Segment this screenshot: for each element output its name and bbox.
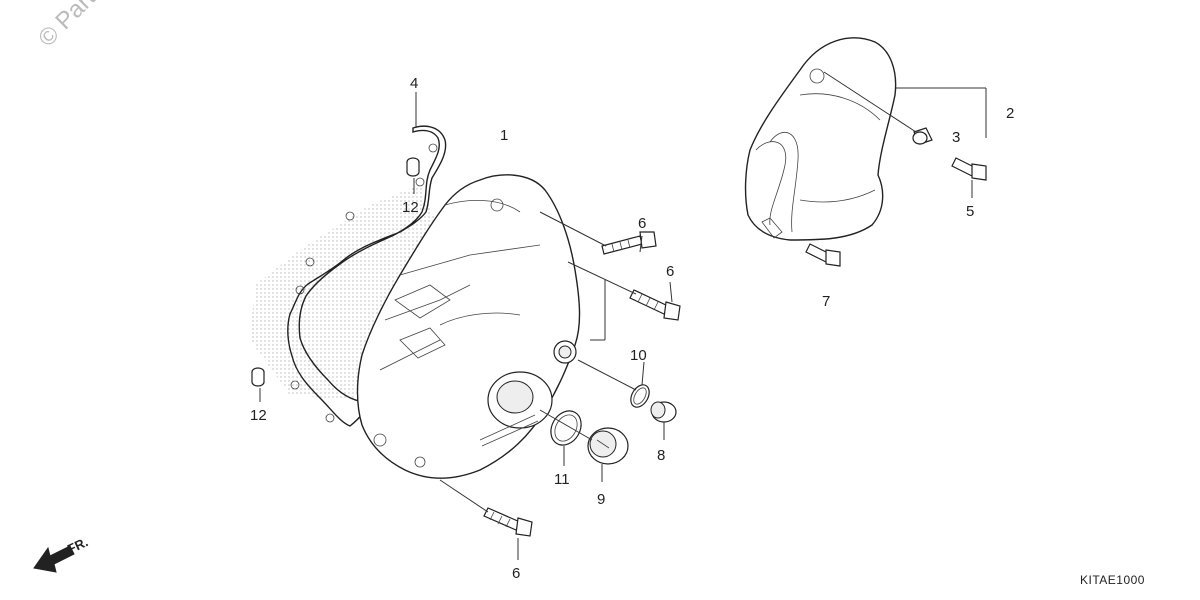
plug-part-8 [650, 401, 677, 423]
gasket-hole [295, 285, 305, 295]
bolt-part-5 [951, 157, 987, 181]
bolt-part-6-upper [601, 231, 657, 255]
o-ring-part-10-inner [633, 387, 647, 405]
diagram-code: KITAE1000 [1080, 573, 1145, 587]
front-direction-arrow: FR. [33, 534, 90, 573]
cover-part-2 [744, 37, 897, 241]
callout-12-lower: 12 [250, 407, 267, 424]
leader-lines [259, 71, 987, 560]
callout-10: 10 [630, 347, 647, 364]
callout-7: 7 [822, 293, 830, 310]
callout-9: 9 [597, 491, 605, 508]
callout-2: 2 [1006, 105, 1014, 122]
callout-11: 11 [554, 471, 570, 488]
callout-6-middle: 6 [666, 263, 674, 280]
plug-part-9 [587, 427, 629, 465]
dowel-pin-part-12-upper [406, 157, 420, 177]
o-ring-part-11-inner [554, 414, 578, 442]
callout-3: 3 [952, 129, 960, 146]
gasket-hole [415, 177, 425, 187]
crankcase-cover-part-1 [356, 174, 581, 479]
callout-12-upper: 12 [402, 199, 419, 216]
o-ring-part-10 [630, 384, 650, 408]
callout-5: 5 [966, 203, 974, 220]
gasket-hole [325, 413, 335, 423]
copyright-watermark: © Part [33, 0, 101, 52]
front-direction-label: FR. [65, 534, 90, 556]
gasket-hole [345, 211, 355, 221]
bolt-part-6-middle [629, 289, 681, 321]
callout-1: 1 [500, 127, 508, 144]
gasket-hole [305, 257, 315, 267]
gasket-hole [428, 143, 438, 153]
collar-part-3 [912, 127, 933, 145]
callout-6-lower: 6 [512, 565, 520, 582]
callout-6-upper: 6 [638, 215, 646, 232]
callout-4: 4 [410, 75, 418, 92]
bolt-part-7 [805, 243, 841, 267]
callout-8: 8 [657, 447, 665, 464]
gasket-part-4 [287, 125, 447, 427]
o-ring-part-11 [550, 410, 582, 446]
bolt-part-6-lower [483, 507, 533, 537]
gasket-hole [290, 380, 300, 390]
dowel-pin-part-12-lower [251, 367, 265, 387]
